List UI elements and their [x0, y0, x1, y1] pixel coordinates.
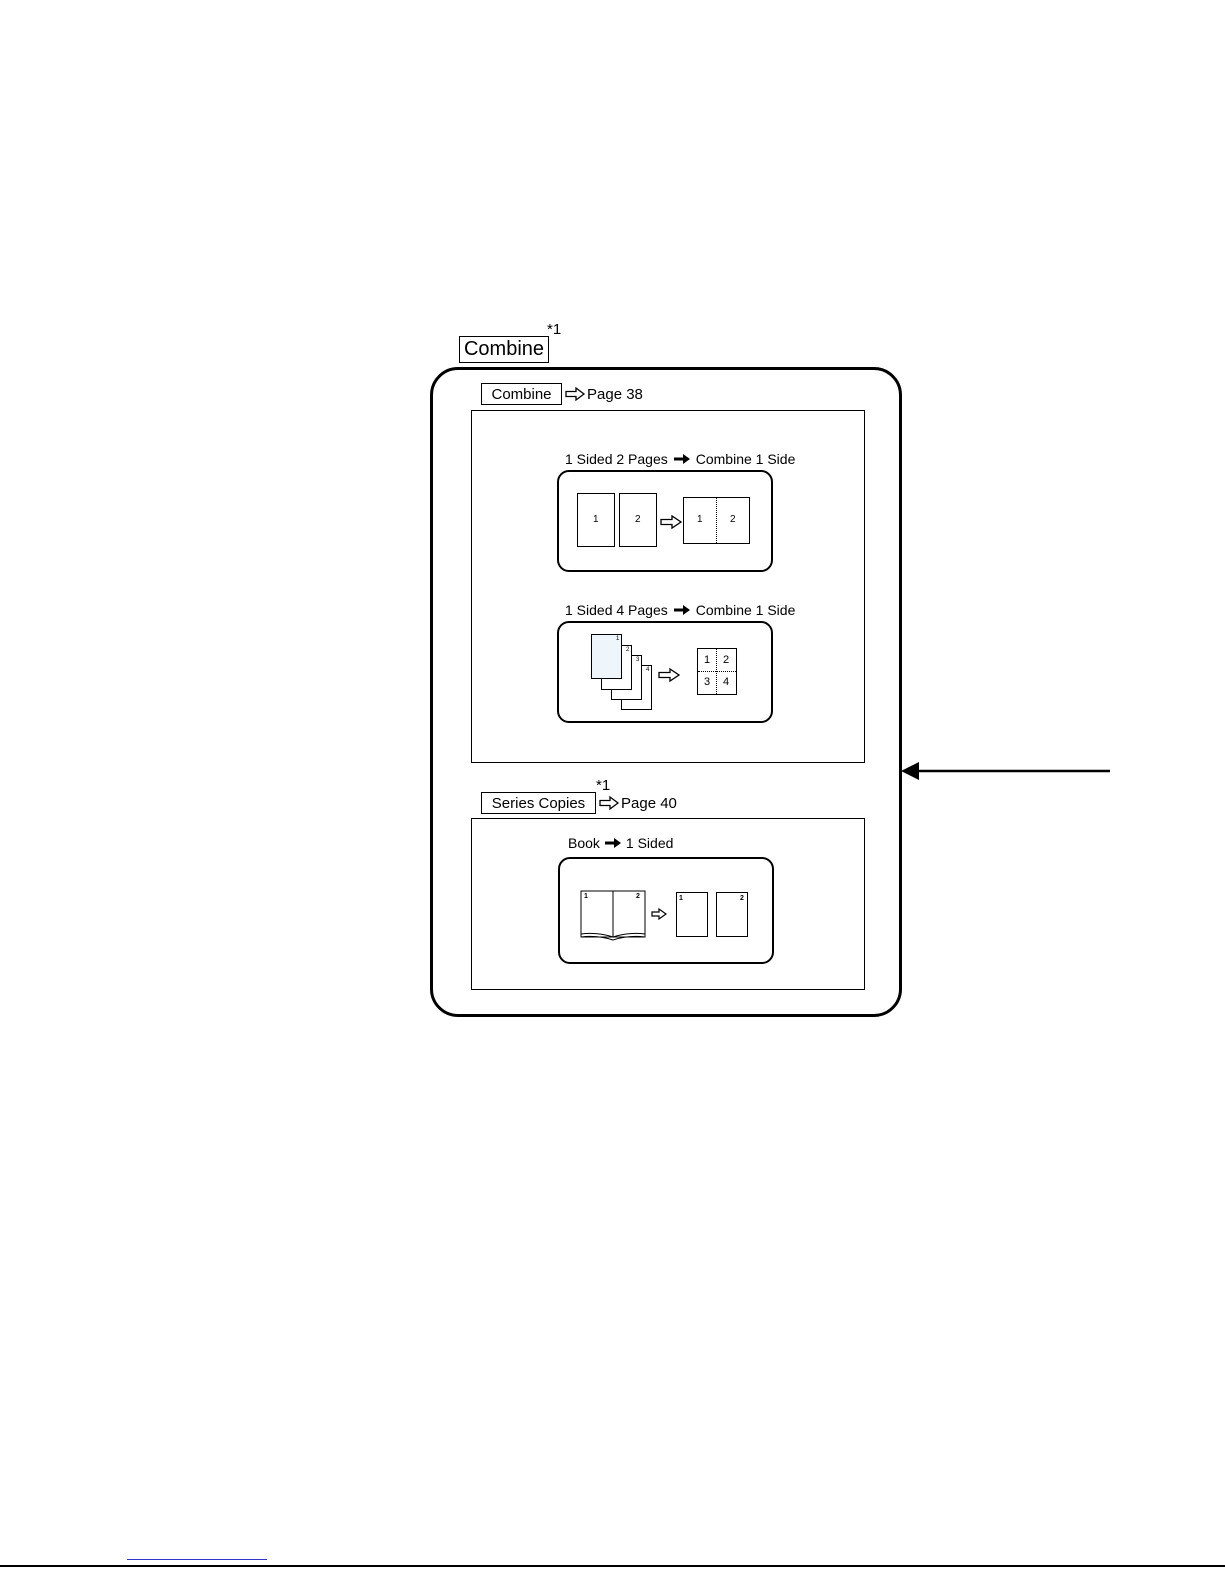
- combine-key: Combine: [481, 383, 562, 405]
- four-up-label-4: 4: [723, 677, 729, 688]
- example-3-caption-right: 1 Sided: [626, 836, 673, 850]
- stacked-page-2-label: 2: [626, 647, 629, 653]
- output-page-2-label: 2: [740, 895, 744, 902]
- hollow-right-arrow-icon: [658, 668, 680, 682]
- example-2-caption: 1 Sided 4 Pages Combine 1 Side: [565, 603, 795, 617]
- series-copies-key-label: Series Copies: [492, 795, 585, 812]
- series-copies-page-ref: Page 40: [621, 796, 677, 811]
- four-up-label-2: 2: [723, 655, 729, 666]
- example-3-caption: Book 1 Sided: [568, 836, 673, 850]
- book-page-2-label: 2: [636, 893, 640, 900]
- main-combine-key-label: Combine: [464, 338, 544, 361]
- example-1-caption: 1 Sided 2 Pages Combine 1 Side: [565, 452, 795, 466]
- series-copies-key: Series Copies: [481, 792, 596, 814]
- output-page-1-label: 1: [679, 895, 683, 902]
- footer-rule: [0, 1565, 1225, 1567]
- main-combine-key: Combine: [459, 336, 549, 363]
- fold-line: [716, 498, 717, 543]
- stacked-page-3-label: 3: [636, 657, 639, 663]
- footer-link-underline: [127, 1559, 267, 1560]
- hollow-right-arrow-icon: [565, 387, 585, 401]
- hollow-right-arrow-icon: [651, 908, 667, 920]
- series-copies-footnote: *1: [596, 778, 610, 793]
- four-up-label-1: 1: [704, 655, 710, 666]
- hollow-right-arrow-icon: [660, 515, 682, 529]
- hollow-right-arrow-icon: [599, 796, 619, 810]
- four-up-label-3: 3: [704, 677, 710, 688]
- example-1-caption-left: 1 Sided 2 Pages: [565, 452, 668, 466]
- solid-right-arrow-icon: [674, 453, 690, 465]
- page-2-label: 2: [635, 515, 641, 525]
- solid-right-arrow-icon: [605, 837, 621, 849]
- example-3-caption-left: Book: [568, 836, 600, 850]
- combined-page-1-label: 1: [697, 515, 703, 525]
- book-page-1-label: 1: [584, 893, 588, 900]
- combine-key-label: Combine: [491, 386, 551, 403]
- solid-right-arrow-icon: [674, 604, 690, 616]
- combine-page-ref: Page 38: [587, 387, 643, 402]
- left-arrow-icon: [900, 760, 1112, 782]
- combined-page-2-label: 2: [730, 515, 736, 525]
- main-key-footnote: *1: [547, 322, 561, 337]
- example-1-caption-right: Combine 1 Side: [696, 452, 796, 466]
- four-up-horizontal-fold: [698, 671, 736, 672]
- stacked-page-1-label: 1: [616, 636, 619, 642]
- example-2-caption-right: Combine 1 Side: [696, 603, 796, 617]
- example-2-caption-left: 1 Sided 4 Pages: [565, 603, 668, 617]
- stacked-page-4-label: 4: [646, 667, 649, 673]
- page-1-label: 1: [593, 515, 599, 525]
